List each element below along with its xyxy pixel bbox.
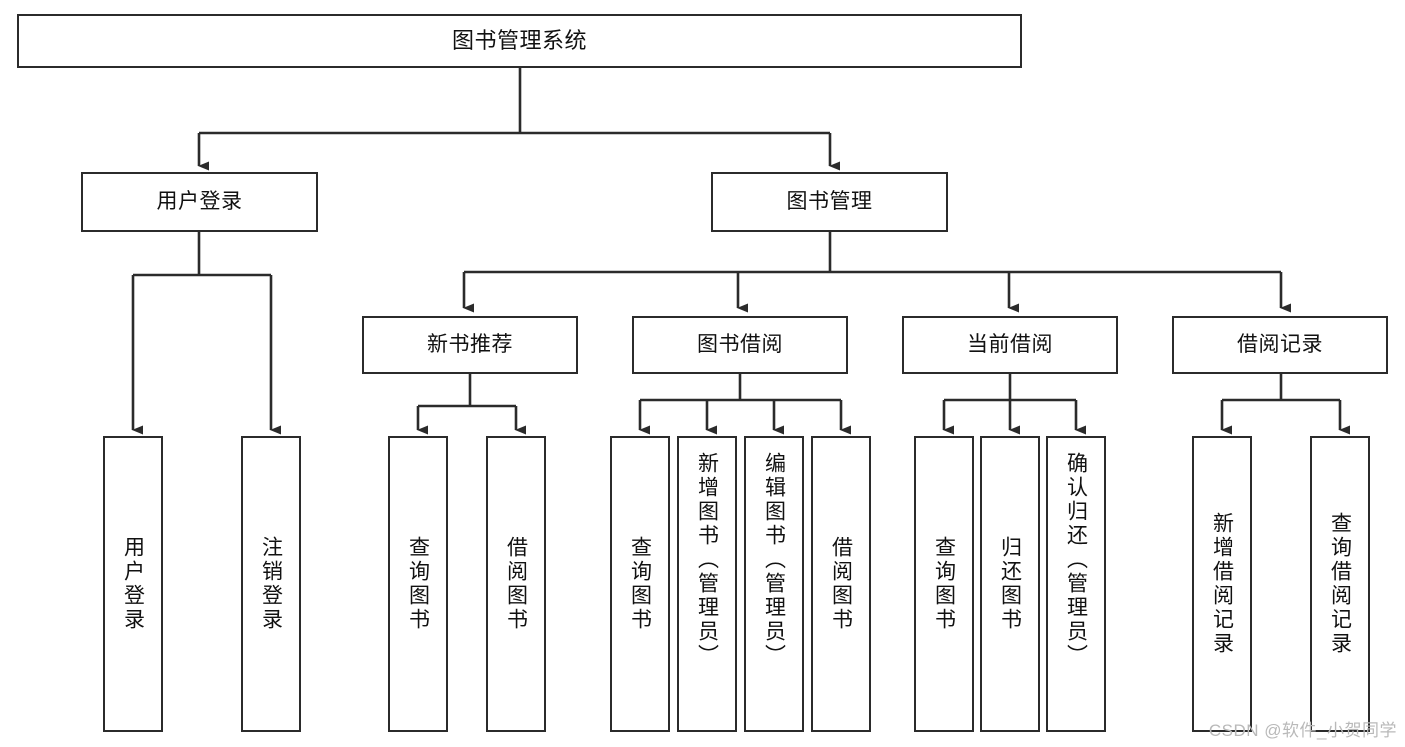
leaf-edit-book-admin[interactable]: 编辑图书（管理员）	[744, 436, 804, 732]
node-new-book-recommend[interactable]: 新书推荐	[362, 316, 578, 374]
node-label: 借阅图书	[829, 536, 853, 632]
node-label: 新书推荐	[427, 332, 513, 356]
csdn-watermark: CSDN @软件_小贺同学	[1208, 721, 1397, 740]
node-label: 用户登录	[156, 189, 243, 213]
leaf-query-book-current[interactable]: 查询图书	[914, 436, 974, 732]
node-label: 借阅记录	[1237, 332, 1323, 356]
node-label: 注销登录	[259, 536, 283, 632]
leaf-add-book-admin[interactable]: 新增图书（管理员）	[677, 436, 737, 732]
node-label: 图书借阅	[697, 332, 783, 356]
leaf-query-book-borrow[interactable]: 查询图书	[610, 436, 670, 732]
node-label: 图书管理	[786, 189, 873, 213]
node-label: 用户登录	[121, 536, 145, 632]
leaf-query-book-new[interactable]: 查询图书	[388, 436, 448, 732]
node-borrow-record[interactable]: 借阅记录	[1172, 316, 1388, 374]
node-user-login[interactable]: 用户登录	[81, 172, 318, 232]
node-root-system[interactable]: 图书管理系统	[17, 14, 1022, 68]
leaf-query-borrow-record[interactable]: 查询借阅记录	[1310, 436, 1370, 732]
leaf-logout[interactable]: 注销登录	[241, 436, 301, 732]
node-book-management[interactable]: 图书管理	[711, 172, 948, 232]
node-label: 借阅图书	[504, 536, 528, 632]
leaf-add-borrow-record[interactable]: 新增借阅记录	[1192, 436, 1252, 732]
node-label: 查询借阅记录	[1328, 512, 1352, 656]
node-label: 新增图书（管理员）	[695, 452, 719, 668]
node-label: 查询图书	[628, 536, 652, 632]
leaf-confirm-return-admin[interactable]: 确认归还（管理员）	[1046, 436, 1106, 732]
node-current-borrow[interactable]: 当前借阅	[902, 316, 1118, 374]
node-label: 图书管理系统	[451, 28, 587, 54]
node-label: 归还图书	[998, 536, 1022, 632]
node-label: 新增借阅记录	[1210, 512, 1234, 656]
leaf-borrow-book-new[interactable]: 借阅图书	[486, 436, 546, 732]
leaf-return-book[interactable]: 归还图书	[980, 436, 1040, 732]
node-label: 确认归还（管理员）	[1064, 452, 1088, 668]
node-label: 查询图书	[406, 536, 430, 632]
node-label: 编辑图书（管理员）	[762, 452, 786, 668]
node-label: 查询图书	[932, 536, 956, 632]
node-label: 当前借阅	[967, 332, 1053, 356]
leaf-user-login[interactable]: 用户登录	[103, 436, 163, 732]
node-book-borrow[interactable]: 图书借阅	[632, 316, 848, 374]
leaf-borrow-book[interactable]: 借阅图书	[811, 436, 871, 732]
